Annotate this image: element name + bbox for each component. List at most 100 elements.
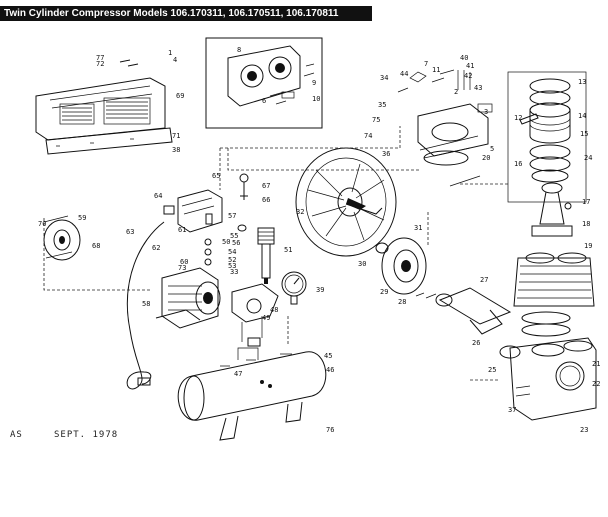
callout-24: 24: [584, 154, 592, 162]
fittings: [204, 173, 249, 266]
callout-22: 22: [592, 380, 600, 388]
callout-10: 10: [312, 95, 320, 103]
callout-64: 64: [154, 192, 162, 200]
callout-54: 54: [228, 248, 236, 256]
callout-46: 46: [326, 366, 334, 374]
flywheel: [295, 147, 397, 257]
callout-67: 67: [262, 182, 270, 190]
callout-59: 59: [78, 214, 86, 222]
callout-66: 66: [262, 196, 270, 204]
pressure-gauge: [281, 271, 307, 305]
pressure-switch: [163, 189, 223, 233]
callout-65: 65: [212, 172, 220, 180]
callout-7: 7: [424, 60, 428, 68]
electric-motor: [155, 267, 221, 329]
callout-51: 51: [284, 246, 292, 254]
callout-36: 36: [382, 150, 390, 158]
callout-11: 11: [432, 66, 440, 74]
callout-4: 4: [173, 56, 177, 64]
callout-76: 76: [326, 426, 334, 434]
callout-8: 8: [237, 46, 241, 54]
callout-37: 37: [508, 406, 516, 414]
callout-68: 68: [92, 242, 100, 250]
callout-48: 48: [270, 306, 278, 314]
belt-guard: [35, 59, 173, 155]
callout-31: 31: [414, 224, 422, 232]
callout-47: 47: [234, 370, 242, 378]
callout-72: 72: [96, 60, 104, 68]
callout-30: 30: [358, 260, 366, 268]
piston-assembly: [507, 71, 587, 203]
callout-13: 13: [578, 78, 586, 86]
callout-28: 28: [398, 298, 406, 306]
callout-29: 29: [380, 288, 388, 296]
callout-58: 58: [142, 300, 150, 308]
footer-code: AS: [10, 430, 23, 440]
callout-21: 21: [592, 360, 600, 368]
callout-42: 42: [464, 72, 472, 80]
callout-49: 49: [262, 314, 270, 322]
crankcase: [509, 337, 597, 421]
callout-53: 53: [228, 262, 236, 270]
callout-77: 77: [96, 54, 104, 62]
callout-3: 3: [484, 108, 488, 116]
exploded-parts-diagram: 1 2 3 4 5 6 7 8 9 10 11 12 13 14 15 16 1…: [35, 37, 600, 441]
callout-75: 75: [372, 116, 380, 124]
diagram-title: Twin Cylinder Compressor Models 106.1703…: [0, 6, 372, 21]
power-cord: [126, 221, 165, 390]
callout-5: 5: [490, 145, 494, 153]
callout-71: 71: [172, 132, 180, 140]
safety-valve: [257, 227, 275, 284]
callout-50: 50: [222, 238, 230, 246]
callout-34: 34: [380, 74, 388, 82]
cylinder-head: [397, 69, 493, 166]
callout-27: 27: [480, 276, 488, 284]
callout-16: 16: [514, 160, 522, 168]
callout-38: 38: [172, 146, 180, 154]
callout-20: 20: [482, 154, 490, 162]
callout-74: 74: [364, 132, 372, 140]
callout-61: 61: [178, 226, 186, 234]
cylinder-block: [513, 252, 595, 337]
callout-17: 17: [582, 198, 590, 206]
callout-15: 15: [580, 130, 588, 138]
callout-33: 33: [230, 268, 238, 276]
callout-39: 39: [316, 286, 324, 294]
callout-32: 32: [296, 208, 304, 216]
callout-23: 23: [580, 426, 588, 434]
callout-60: 60: [180, 258, 188, 266]
crankshaft: [415, 287, 521, 359]
callout-14: 14: [578, 112, 586, 120]
callout-40: 40: [460, 54, 468, 62]
drive-belt: [43, 215, 81, 261]
regulator: [231, 283, 279, 347]
callout-19: 19: [584, 242, 592, 250]
callout-18: 18: [582, 220, 590, 228]
callout-1: 1: [168, 49, 172, 57]
callout-41: 41: [466, 62, 474, 70]
callout-45: 45: [324, 352, 332, 360]
callout-2: 2: [454, 88, 458, 96]
callout-labels: 1 2 3 4 5 6 7 8 9 10 11 12 13 14 15 16 1…: [38, 46, 600, 434]
callout-73: 73: [178, 264, 186, 272]
callout-35: 35: [378, 101, 386, 109]
valve-plate-inset: [205, 37, 323, 129]
callout-55: 55: [230, 232, 238, 240]
callout-25: 25: [488, 366, 496, 374]
callout-12: 12: [514, 114, 522, 122]
callout-26: 26: [472, 339, 480, 347]
footer-date: SEPT. 1978: [54, 430, 119, 440]
callout-62: 62: [152, 244, 160, 252]
callout-44: 44: [400, 70, 408, 78]
callout-63: 63: [126, 228, 134, 236]
callout-70: 70: [38, 220, 46, 228]
callout-43: 43: [474, 84, 482, 92]
callout-57: 57: [228, 212, 236, 220]
air-tank: [177, 347, 327, 441]
callout-69: 69: [176, 92, 184, 100]
motor-pulley: [375, 237, 427, 295]
callout-9: 9: [312, 79, 316, 87]
callout-6: 6: [262, 97, 266, 105]
connecting-rod: [531, 182, 573, 237]
leader-lines: [43, 126, 510, 381]
